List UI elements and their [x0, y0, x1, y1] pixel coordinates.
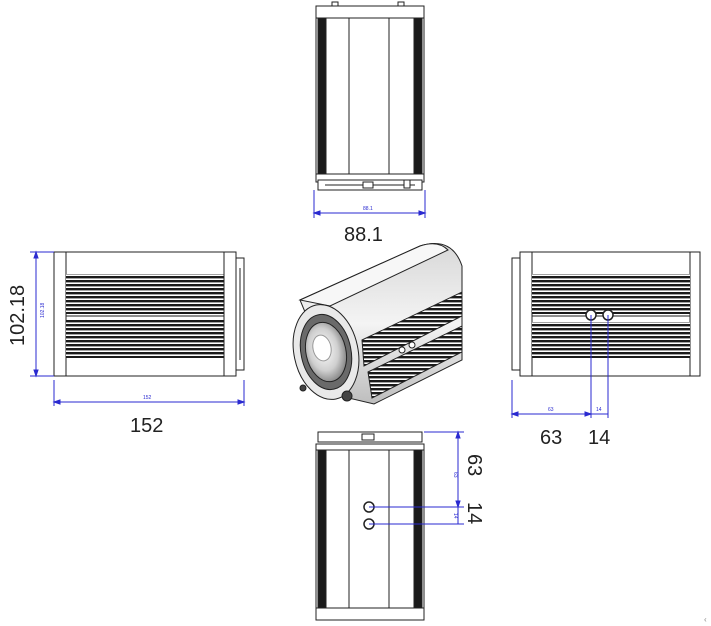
bottom-view — [315, 431, 425, 621]
svg-text:63: 63 — [452, 472, 458, 478]
left-height-label: 102.18 — [7, 285, 29, 346]
svg-text:102.18: 102.18 — [40, 302, 46, 318]
svg-text:14: 14 — [596, 407, 602, 413]
left-length-dimension: 152 — [52, 380, 246, 406]
right-spacing-label: 14 — [588, 427, 610, 449]
left-side-view — [53, 251, 245, 377]
right-offset-label: 63 — [540, 427, 562, 449]
bottom-spacing-label: 14 — [463, 502, 485, 524]
svg-text:152: 152 — [143, 395, 152, 401]
svg-text:88.1: 88.1 — [363, 206, 373, 212]
right-side-view — [511, 251, 701, 377]
bottom-offset-label: 63 — [463, 454, 485, 476]
left-length-label: 152 — [130, 415, 163, 437]
corner-mark: ‹ — [704, 615, 707, 624]
top-width-label: 88.1 — [344, 224, 383, 246]
left-height-dimension: 102.18 — [30, 250, 54, 378]
top-width-dimension: 88.1 — [312, 190, 427, 218]
isometric-camera-view — [292, 243, 463, 405]
top-view — [315, 1, 425, 191]
svg-text:14: 14 — [452, 513, 458, 519]
right-port-dimension: 63 14 — [510, 315, 609, 418]
svg-text:63: 63 — [548, 407, 554, 413]
bottom-port-dimension: 63 14 — [369, 430, 464, 525]
